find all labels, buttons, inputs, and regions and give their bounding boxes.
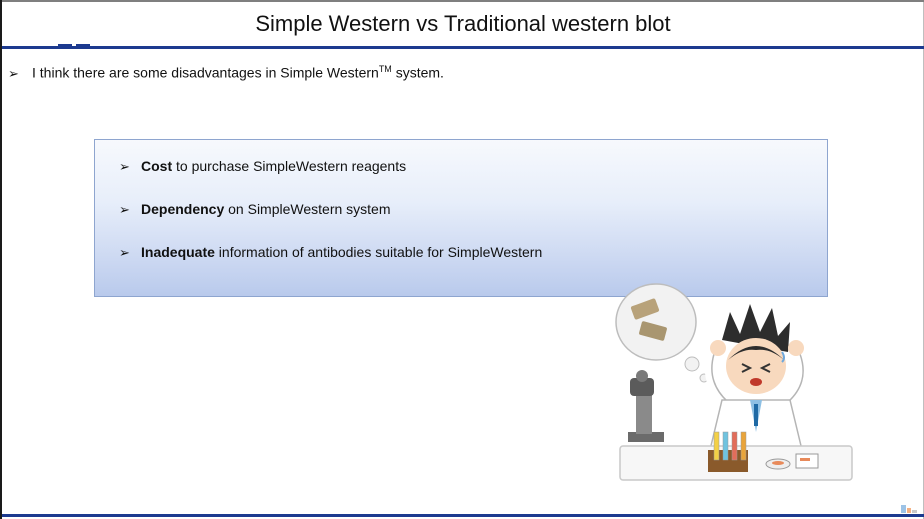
item-text: to purchase SimpleWestern reagents [172,158,407,174]
list-item: ➢ Cost to purchase SimpleWestern reagent… [119,158,406,175]
intro-text: I think there are some disadvantages in … [32,64,444,81]
list-item: ➢ Dependency on SimpleWestern system [119,201,391,218]
title-bar-block [76,44,90,49]
intro-text-main: I think there are some disadvantages in … [32,64,379,81]
item-text: information of antibodies suitable for S… [214,244,543,260]
intro-line: ➢ I think there are some disadvantages i… [8,64,444,82]
bullet-arrow-icon: ➢ [8,65,19,81]
slide-title: Simple Western vs Traditional western bl… [255,11,671,36]
corner-logo-icon [901,505,917,513]
bullet-arrow-icon: ➢ [119,159,130,174]
bullet-arrow-icon: ➢ [119,202,130,217]
bottom-border [2,514,924,517]
bullet-arrow-icon: ➢ [119,245,130,260]
trademark-superscript: TM [378,64,392,74]
intro-text-suffix: system. [391,64,444,81]
worried-scientist-icon [615,283,853,481]
item-keyword: Cost [141,158,173,174]
title-underline [2,44,924,49]
title-bar-block [58,44,72,49]
list-item: ➢ Inadequate information of antibodies s… [119,244,542,261]
item-keyword: Dependency [141,201,225,217]
disadvantages-box: ➢ Cost to purchase SimpleWestern reagent… [94,139,828,297]
top-border [2,0,924,2]
item-keyword: Inadequate [141,244,215,260]
item-text: on SimpleWestern system [224,201,391,217]
